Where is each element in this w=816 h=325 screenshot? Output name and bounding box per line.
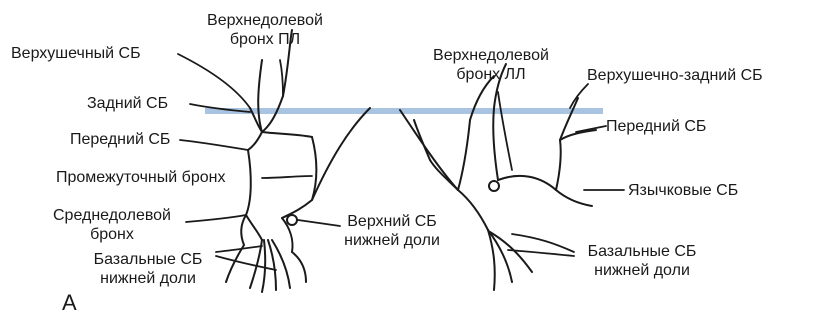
label-line: нижней доли [574,261,710,280]
label-line: нижней доли [78,269,218,288]
label-line: Верхний СБ [336,212,448,231]
label-line: Базальные СБ [574,242,710,261]
label-upper-lobe-bronchus-left: Верхнедолевой бронх ЛЛ [422,46,560,84]
label-line: Среднедолевой [40,206,184,225]
label-apicoposterior-sb: Верхушечно-задний СБ [587,66,763,85]
label-basal-sb-left: Базальные СБ нижней доли [574,242,710,280]
label-line: Базальные СБ [78,250,218,269]
label-middle-lobe-bronchus: Среднедолевой бронх [40,206,184,244]
horizontal-plane [205,108,603,114]
label-line: бронх ЛЛ [422,65,560,84]
label-superior-sb-lower-lobe: Верхний СБ нижней доли [336,212,448,250]
label-apical-sb: Верхушечный СБ [11,44,141,63]
label-line: Верхнедолевой [201,11,329,30]
label-basal-sb-right: Базальные СБ нижней доли [78,250,218,288]
panel-letter: A [62,290,77,316]
label-line: нижней доли [336,231,448,250]
label-line: Верхнедолевой [422,46,560,65]
label-anterior-sb-right: Передний СБ [70,130,170,149]
right-bronchial-tree [226,30,370,292]
label-anterior-sb-left: Передний СБ [606,117,706,136]
label-lingular-sb: Язычковые СБ [628,181,738,200]
label-intermediate-bronchus: Промежуточный бронх [56,168,225,187]
label-upper-lobe-bronchus-right: Верхнедолевой бронх ПЛ [201,11,329,49]
label-line: бронх [40,225,184,244]
label-line: бронх ПЛ [201,30,329,49]
label-posterior-sb: Задний СБ [87,94,168,113]
